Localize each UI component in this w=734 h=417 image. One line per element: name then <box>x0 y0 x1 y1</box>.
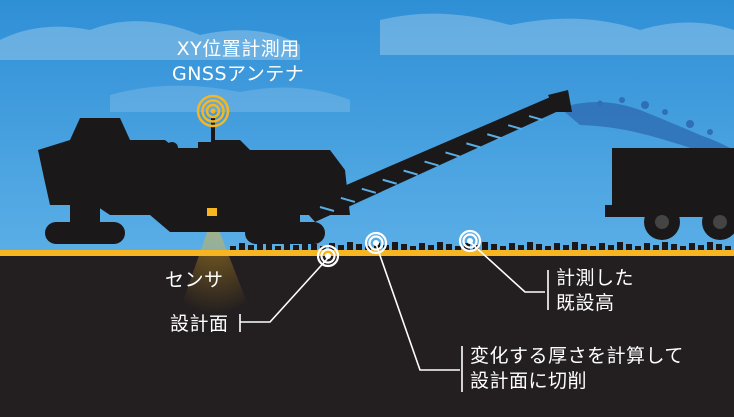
surface-bump <box>662 242 668 250</box>
surface-bump <box>356 244 362 250</box>
conveyor-strut <box>486 133 502 140</box>
conveyor-strut <box>445 151 460 158</box>
gnss-antenna-icon <box>196 94 230 128</box>
conveyor-strut <box>319 206 335 212</box>
conveyor-strut <box>361 187 377 194</box>
surface-bump <box>275 246 281 250</box>
target-marker-design-surface <box>316 244 340 268</box>
surface-bump <box>599 243 605 250</box>
target-marker-icon <box>316 229 482 268</box>
conveyor-strut <box>424 160 439 167</box>
clouds <box>0 13 734 112</box>
surface-bump <box>257 242 263 250</box>
conveyor-strut <box>382 178 398 185</box>
conveyor-strut <box>507 124 523 131</box>
cut-to-design-label-line2: 設計面に切削 <box>470 370 588 392</box>
surface-bump <box>293 245 299 250</box>
surface-bump <box>689 243 695 250</box>
surface-bump <box>419 243 425 250</box>
surface-bump <box>572 242 578 250</box>
surface-bump <box>248 245 254 250</box>
surface-bump <box>626 244 632 250</box>
existing-surface <box>230 242 731 250</box>
surface-bump <box>716 244 722 250</box>
surface-bump <box>392 242 398 250</box>
design-surface-label: 設計面 <box>170 313 229 335</box>
measured-surface-label-line2: 既設高 <box>556 292 615 314</box>
surface-bump <box>617 242 623 250</box>
surface-bump <box>653 245 659 250</box>
target-marker-measured <box>458 229 482 253</box>
surface-bump <box>518 245 524 250</box>
surface-bump <box>680 246 686 250</box>
conveyor-lattice <box>319 115 544 212</box>
surface-bump <box>446 244 452 250</box>
surface-bump <box>437 242 443 250</box>
surface-bump <box>347 242 353 250</box>
surface-bump <box>284 243 290 250</box>
surface-bump <box>491 244 497 250</box>
surface-bump <box>527 242 533 250</box>
surface-bump <box>482 242 488 250</box>
sensor-beam <box>180 215 250 314</box>
surface-bump <box>410 246 416 250</box>
surface-bump <box>608 245 614 250</box>
target-marker-cut <box>364 231 388 255</box>
surface-bump <box>428 245 434 250</box>
surface-bump <box>698 245 704 250</box>
surface-bump <box>239 243 245 250</box>
surface-bump <box>725 246 731 250</box>
sensor-icon <box>207 208 217 216</box>
surface-bump <box>230 246 236 250</box>
material-spray <box>560 97 734 165</box>
surface-bump <box>707 242 713 250</box>
conveyor-strut <box>403 169 418 176</box>
measured-surface-label: 計測した 既設高 <box>556 266 634 316</box>
surface-bump <box>455 246 461 250</box>
surface-bump <box>266 244 272 250</box>
gnss-antenna-label-line2: GNSSアンテナ <box>172 63 305 85</box>
leader-lines <box>240 241 545 371</box>
surface-bump <box>671 244 677 250</box>
surface-bump <box>635 246 641 250</box>
road-line <box>0 250 734 256</box>
surface-bump <box>581 244 587 250</box>
surface-bump <box>590 246 596 250</box>
surface-bump <box>338 245 344 250</box>
conveyor-strut <box>528 115 544 122</box>
sensor-label: センサ <box>165 269 224 291</box>
surface-bump <box>500 246 506 250</box>
gnss-antenna-label-line1: XY位置計測用 <box>176 38 300 60</box>
gnss-antenna-label: XY位置計測用 GNSSアンテナ <box>172 37 304 87</box>
cut-to-design-label-line1: 変化する厚さを計算して <box>470 345 684 367</box>
label-brackets <box>239 270 549 392</box>
surface-bump <box>536 244 542 250</box>
surface-bump <box>554 243 560 250</box>
surface-bump <box>401 244 407 250</box>
conveyor-strut <box>466 142 481 149</box>
ground <box>0 252 734 417</box>
surface-bump <box>563 245 569 250</box>
measured-surface-label-line1: 計測した <box>556 267 635 289</box>
surface-bump <box>545 246 551 250</box>
conveyor-strut <box>340 196 356 203</box>
surface-bump <box>644 243 650 250</box>
surface-bump <box>311 244 317 250</box>
surface-bump <box>509 243 515 250</box>
surface-bump <box>302 242 308 250</box>
cut-to-design-label: 変化する厚さを計算して 設計面に切削 <box>470 344 684 394</box>
